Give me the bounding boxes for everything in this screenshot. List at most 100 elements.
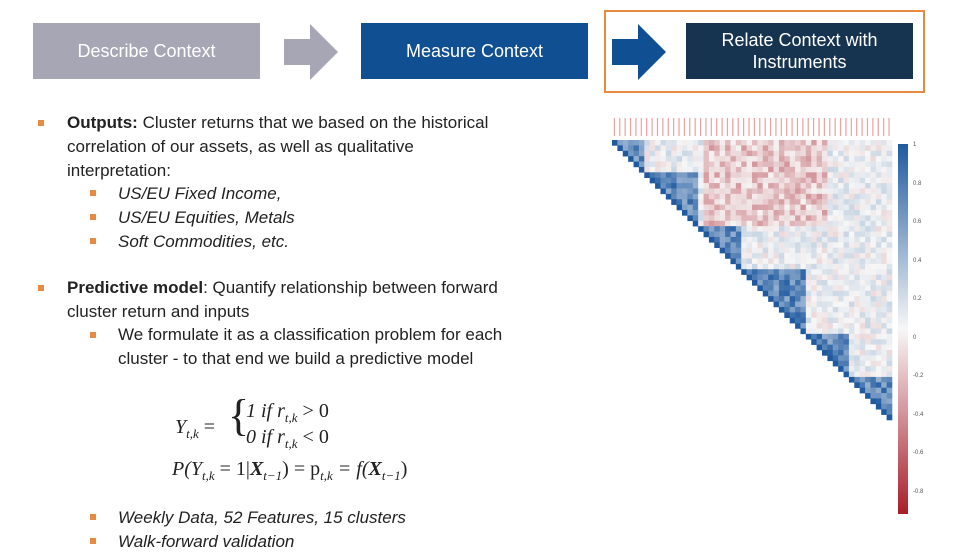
heatmap-cell — [859, 333, 866, 340]
heatmap-cell — [752, 140, 758, 146]
heatmap-cell — [784, 172, 790, 178]
heatmap-cell — [854, 150, 860, 157]
heatmap-cell — [859, 328, 866, 335]
heatmap-cell — [870, 220, 877, 227]
heatmap-tick-label — [764, 118, 766, 136]
colorbar-tick: -0.6 — [913, 450, 924, 457]
heatmap-cell — [778, 140, 785, 146]
heatmap-cell — [870, 236, 877, 243]
heatmap-cell — [784, 296, 790, 302]
heatmap-cell — [843, 150, 850, 157]
heatmap-cell — [795, 280, 801, 286]
heatmap-cell — [854, 236, 860, 243]
heatmap-cell — [854, 242, 860, 248]
heatmap-cell — [628, 140, 634, 146]
heatmap-cell — [719, 188, 726, 195]
heatmap-cell — [762, 290, 769, 297]
outputs-text2: correlation of our assets, as well as qu… — [67, 137, 414, 156]
heatmap-cell — [816, 247, 823, 254]
heatmap-cell — [768, 204, 774, 211]
heatmap-cell — [843, 188, 850, 195]
heatmap-cell — [752, 247, 758, 254]
heatmap-cell — [768, 183, 774, 189]
heatmap-cell — [773, 166, 780, 173]
heatmap-cell — [671, 156, 677, 162]
heatmap-tick-label — [769, 118, 772, 136]
heatmap-cell — [843, 193, 850, 200]
heatmap-cell — [795, 193, 801, 200]
heatmap-cell — [881, 210, 887, 216]
heatmap-cell — [800, 247, 807, 254]
heatmap-tick-label — [823, 118, 825, 136]
heatmap-cell — [827, 193, 834, 200]
heatmap-cell — [741, 145, 747, 152]
heatmap-cell — [859, 156, 866, 162]
heatmap-cell — [735, 183, 742, 189]
heatmap-cell — [773, 204, 780, 211]
heatmap-cell — [805, 242, 812, 248]
heatmap-cell — [848, 204, 855, 211]
heatmap-cell — [735, 204, 742, 211]
heatmap-cell — [854, 317, 860, 324]
heatmap-cell — [752, 204, 758, 211]
heatmap-cell — [816, 236, 823, 243]
heatmap-cell — [854, 290, 860, 297]
heatmap-cell — [875, 253, 882, 259]
heatmap-cell — [698, 145, 704, 152]
heatmap-cell — [687, 177, 694, 184]
heatmap-cell — [875, 172, 882, 178]
heatmap-cell — [886, 204, 893, 211]
heatmap-cell — [843, 183, 850, 189]
heatmap-cell — [762, 247, 769, 254]
outputs-heading: Outputs: — [67, 113, 138, 132]
heatmap-cell — [735, 215, 742, 222]
heatmap-cell — [773, 269, 780, 275]
predictive-sub2: cluster - to that end we build a predict… — [118, 349, 474, 368]
heatmap-cell — [741, 231, 747, 238]
heatmap-cell — [719, 183, 726, 189]
heatmap-cell — [687, 172, 694, 178]
heatmap-cell — [805, 328, 812, 335]
heatmap-cell — [676, 188, 683, 195]
heatmap-cell — [870, 204, 877, 211]
heatmap-cell — [778, 263, 785, 270]
heatmap-cell — [795, 247, 801, 254]
heatmap-cell — [848, 156, 855, 162]
heatmap-cell — [827, 333, 834, 340]
heatmap-cell — [859, 161, 866, 168]
heatmap-cell — [805, 199, 812, 205]
colorbar-tick: -0.4 — [913, 411, 924, 418]
heatmap-cell — [832, 344, 839, 351]
heatmap-tick-label — [619, 118, 621, 136]
heatmap-cell — [832, 236, 839, 243]
heatmap-cell — [881, 188, 887, 195]
heatmap-cell — [773, 161, 780, 168]
heatmap-cell — [773, 150, 780, 157]
heatmap-cell — [838, 172, 844, 178]
heatmap-cell — [875, 360, 882, 367]
heatmap-cell — [633, 150, 640, 157]
heatmap-cell — [811, 339, 817, 345]
heatmap-cell — [886, 140, 893, 146]
heatmap-cell — [730, 253, 737, 259]
heatmap-cell — [865, 355, 871, 362]
heatmap-cell — [671, 183, 677, 189]
heatmap-cell — [811, 161, 817, 168]
heatmap-cell — [746, 145, 753, 152]
heatmap-cell — [784, 306, 790, 313]
heatmap-cell — [757, 215, 764, 222]
heatmap-cell — [698, 193, 704, 200]
heatmap-cell — [875, 355, 882, 362]
heatmap-cell — [778, 290, 785, 297]
heatmap-cell — [638, 150, 645, 157]
bullet-outputs — [38, 120, 44, 126]
right-arrow-icon — [612, 24, 666, 80]
heatmap-cell — [827, 253, 834, 259]
heatmap-cell — [848, 215, 855, 222]
heatmap-cell — [725, 210, 731, 216]
heatmap-cell — [757, 242, 764, 248]
heatmap-cell — [708, 220, 715, 227]
heatmap-cell — [865, 247, 871, 254]
heatmap-cell — [730, 188, 737, 195]
heatmap-cell — [816, 328, 823, 335]
